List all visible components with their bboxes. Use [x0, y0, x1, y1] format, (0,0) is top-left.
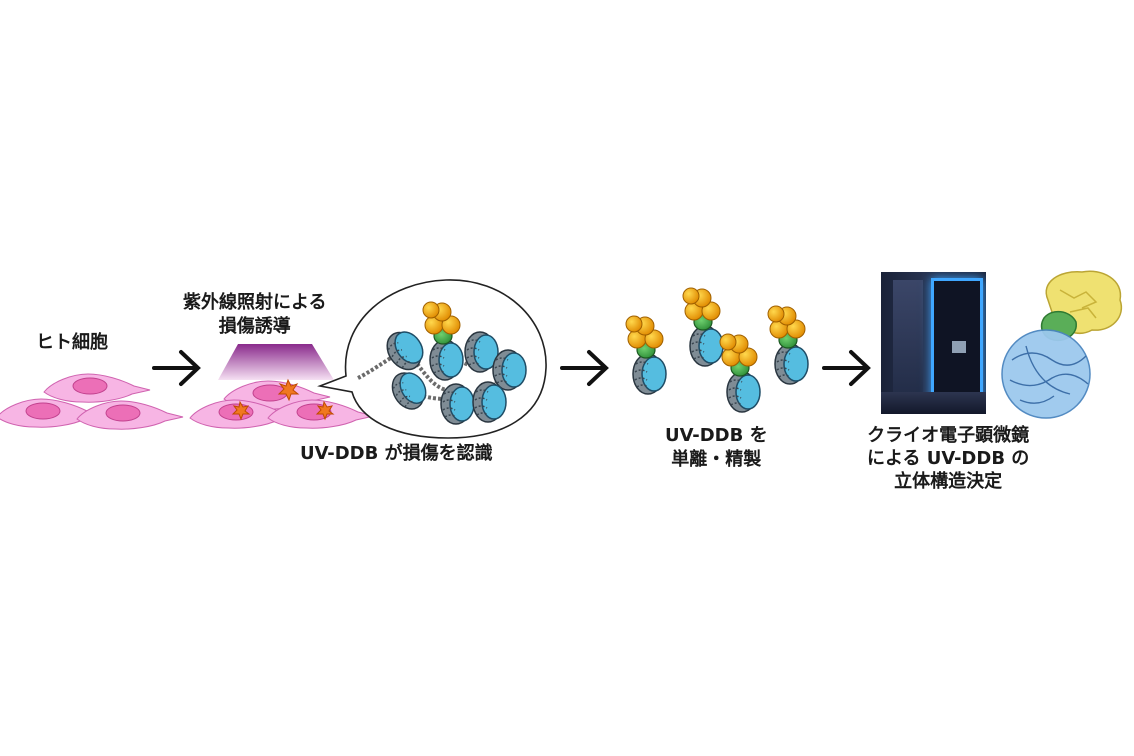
label-purify-line1: UV-DDB を	[665, 425, 768, 446]
label-human-cells: ヒト細胞	[36, 332, 108, 353]
label-purify-line2: 単離・精製	[671, 449, 762, 470]
microscope-floor	[881, 392, 986, 414]
arrow-right-icon	[152, 350, 201, 386]
microscope-door	[931, 278, 983, 412]
uv-ddb-icon	[720, 334, 760, 412]
label-cryo-line3: 立体構造決定	[894, 471, 1003, 492]
nucleosome-icon	[440, 383, 475, 425]
damage-mark-icon	[315, 400, 335, 421]
uv-light-icon	[218, 344, 334, 380]
arrow-right-icon	[822, 350, 871, 386]
cell-icon	[43, 373, 151, 403]
microscope-panel	[893, 280, 923, 408]
label-cryo-line2: による UV-DDB の	[867, 448, 1030, 469]
uv-ddb-icon	[768, 306, 808, 384]
human-cells-group	[0, 373, 184, 430]
label-cryo-em: クライオ電子顕微鏡 による UV-DDB の 立体構造決定	[867, 424, 1029, 493]
label-recognition: UV-DDB が損傷を認識	[300, 443, 493, 464]
purified-uv-ddb-group	[626, 288, 808, 412]
cell-icon	[76, 400, 184, 430]
label-uv-line1: 紫外線照射による	[183, 292, 327, 313]
damage-mark-icon	[277, 378, 300, 402]
label-uv-line2: 損傷誘導	[218, 316, 291, 337]
uv-ddb-icon	[626, 316, 666, 394]
arrow-right-icon	[560, 350, 609, 386]
microscope-photo	[881, 272, 986, 414]
density-map-icon	[1001, 270, 1123, 419]
uv-ddb-icon	[683, 288, 723, 366]
damage-mark-icon	[231, 400, 251, 421]
label-cryo-line1: クライオ電子顕微鏡	[867, 425, 1030, 446]
dna-strand	[357, 350, 504, 402]
label-purification: UV-DDB を 単離・精製	[665, 424, 768, 472]
nucleosome-icon	[492, 349, 527, 391]
label-uv-irradiation: 紫外線照射による 損傷誘導	[183, 291, 326, 339]
nucleosome-icon	[472, 381, 507, 423]
damaged-cells-group	[189, 378, 375, 429]
